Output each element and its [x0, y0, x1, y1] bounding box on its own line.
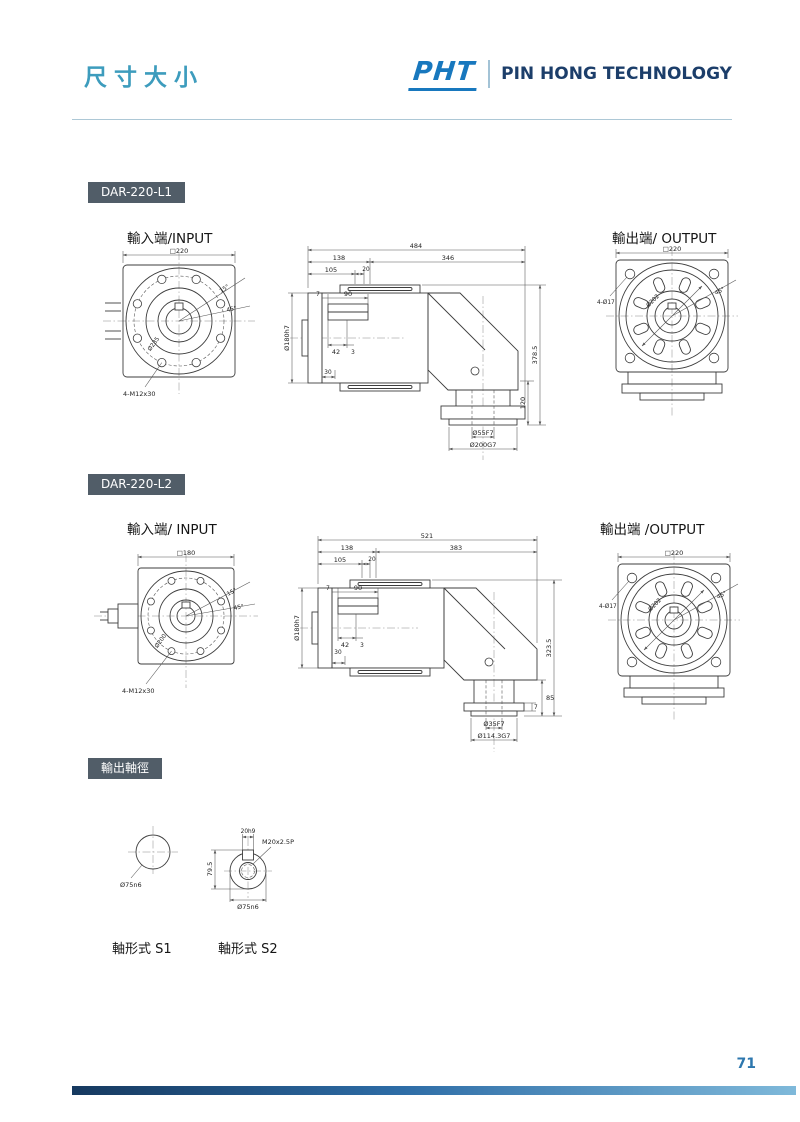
l2-output-corner-holes [626, 572, 722, 668]
l2-output-label: 輸出端 /OUTPUT [600, 522, 705, 538]
l1-output-square-dim: □220 [663, 245, 682, 253]
l2-input-bolt-holes [147, 577, 226, 655]
l1-output-dimensions [609, 249, 737, 347]
l2-side-dim-138: 138 [341, 544, 353, 552]
l1-input-angle15-dim: 15° [219, 284, 231, 295]
l1-side-dim-346: 346 [442, 254, 454, 262]
l1-side-dim-105: 105 [325, 266, 337, 274]
l1-side-overall-length-dim: 484 [410, 242, 422, 250]
l2-side-dim-20: 20 [368, 557, 376, 563]
company-name: PIN HONG TECHNOLOGY [501, 64, 732, 85]
l2-input-label: 輸入端/ INPUT [127, 522, 217, 538]
l1-side-input-pilot-dim: Ø180h7 [283, 325, 291, 351]
page-number: 71 [736, 1056, 756, 1072]
l1-side-height-dim: 378.5 [531, 346, 539, 365]
l2-output-holes-note: 4-Ø17 [599, 603, 617, 610]
brand-block: PHT PIN HONG TECHNOLOGY [407, 57, 732, 91]
l2-side-dim-105: 105 [334, 556, 346, 564]
page-title: 尺寸大小 [84, 65, 204, 91]
footer-bar [72, 1086, 796, 1095]
l2-side-dim-flange-7: 7 [534, 705, 538, 711]
model-badge-l2: DAR-220-L2 [88, 474, 185, 495]
l2-side-dim-3: 3 [360, 643, 364, 649]
l2-side-output-bore-dim: Ø35F7 [483, 720, 504, 728]
l1-output-corner-holes [624, 268, 720, 364]
l1-input-dimensions [122, 251, 251, 388]
shaft-s1-drawing: Ø75n6 [120, 826, 178, 889]
l2-output-angle-dim: 45° [716, 591, 728, 601]
s2-height-dim: 79.5 [206, 862, 214, 876]
l2-input-square-dim: □180 [177, 549, 196, 557]
brand-divider [488, 60, 491, 89]
l1-input-view-drawing: □220 15° 45° Ø235 4-M12x30 [103, 247, 255, 398]
l1-side-dim-3: 3 [351, 350, 355, 356]
l2-side-body-outline [311, 579, 538, 717]
l1-side-dim-90: 90 [344, 290, 352, 298]
l2-side-dimensions [298, 536, 562, 742]
l1-output-view-drawing: □220 Ø202 45° 4-Ø17 [597, 245, 738, 418]
l2-side-dim-90: 90 [354, 584, 362, 592]
l2-input-view-drawing: □180 15° 45° Ø200 4-M12x30 [94, 549, 258, 695]
l2-side-dim-85: 85 [546, 694, 554, 702]
l2-output-square-dim: □220 [665, 549, 684, 557]
s2-diameter-dim: Ø75n6 [237, 903, 259, 911]
l2-input-dimensions [137, 554, 256, 685]
l1-input-square-dim: □220 [170, 247, 189, 255]
l1-input-angle45-dim: 45° [226, 306, 237, 314]
l1-side-body-outline [301, 284, 526, 426]
l2-side-output-register-dim: Ø114.3G7 [478, 732, 511, 740]
l1-side-output-register-dim: Ø200G7 [470, 441, 497, 449]
l1-side-dim-30: 30 [324, 370, 332, 376]
shaft-section-badge: 輸出軸徑 [88, 758, 163, 779]
l1-side-dim-138: 138 [333, 254, 345, 262]
shaft-form-s1-label: 軸形式 S1 [112, 942, 172, 957]
l1-output-angle-dim: 45° [714, 287, 726, 297]
model-badge-l1: DAR-220-L1 [88, 182, 185, 203]
l2-input-angle15-dim: 15° [226, 588, 238, 598]
l2-side-dim-383: 383 [450, 544, 462, 552]
l1-input-bolt-holes [132, 274, 226, 368]
pht-logo: PHT [407, 57, 479, 91]
l1-side-dim-120: 120 [519, 397, 527, 409]
l1-input-flange-outline [105, 264, 236, 378]
l1-output-holes-note: 4-Ø17 [597, 299, 615, 306]
s2-keyway-dim: 20h9 [241, 829, 256, 835]
l2-input-flange-outline [100, 567, 235, 665]
s1-centerlines [128, 826, 178, 874]
l2-side-input-pilot-dim: Ø180h7 [293, 615, 301, 641]
l2-side-overall-length-dim: 521 [421, 532, 433, 540]
l2-side-dim-42: 42 [341, 641, 349, 649]
l2-side-dim-30: 30 [334, 650, 342, 656]
s1-diameter-dim: Ø75n6 [120, 881, 142, 889]
l1-output-label: 輸出端/ OUTPUT [612, 231, 717, 247]
s1-shaft-circle [135, 834, 171, 870]
l1-side-dim-42: 42 [332, 348, 340, 356]
l1-side-dim-7: 7 [316, 292, 320, 298]
l1-side-view-drawing: 484 138 346 105 20 7 90 42 3 30 Ø180h7 3… [283, 242, 546, 460]
s2-centerlines [224, 838, 272, 898]
shaft-s2-drawing: 20h9 M20x2.5P 79.5 Ø75n6 [206, 829, 294, 911]
l1-input-bore-dim: Ø235 [146, 335, 161, 352]
l1-input-label: 輸入端/INPUT [127, 231, 213, 247]
l1-side-dimensions [288, 246, 546, 451]
l2-side-dim-7: 7 [326, 586, 330, 592]
shaft-form-s2-label: 軸形式 S2 [218, 942, 278, 957]
l1-side-output-bore-dim: Ø55F7 [472, 429, 493, 437]
l2-input-bolts-note: 4-M12x30 [122, 687, 154, 695]
s1-leader [130, 864, 143, 879]
l2-input-bore-dim: Ø200 [153, 632, 168, 649]
l2-output-dimensions [611, 553, 739, 651]
l2-side-view-drawing: 521 138 383 105 20 7 90 42 3 30 Ø180h7 3… [293, 532, 562, 752]
s2-dimensions [211, 834, 272, 902]
header-rule [72, 119, 732, 120]
l2-input-angle45-dim: 45° [233, 604, 244, 612]
l1-side-dim-20: 20 [362, 267, 370, 273]
s2-thread-note: M20x2.5P [262, 838, 294, 846]
l2-side-height-dim: 323.5 [545, 639, 553, 658]
l2-output-view-drawing: □220 Ø202 45° 4-Ø17 [599, 549, 740, 722]
l1-input-bolts-note: 4-M12x30 [123, 390, 155, 398]
